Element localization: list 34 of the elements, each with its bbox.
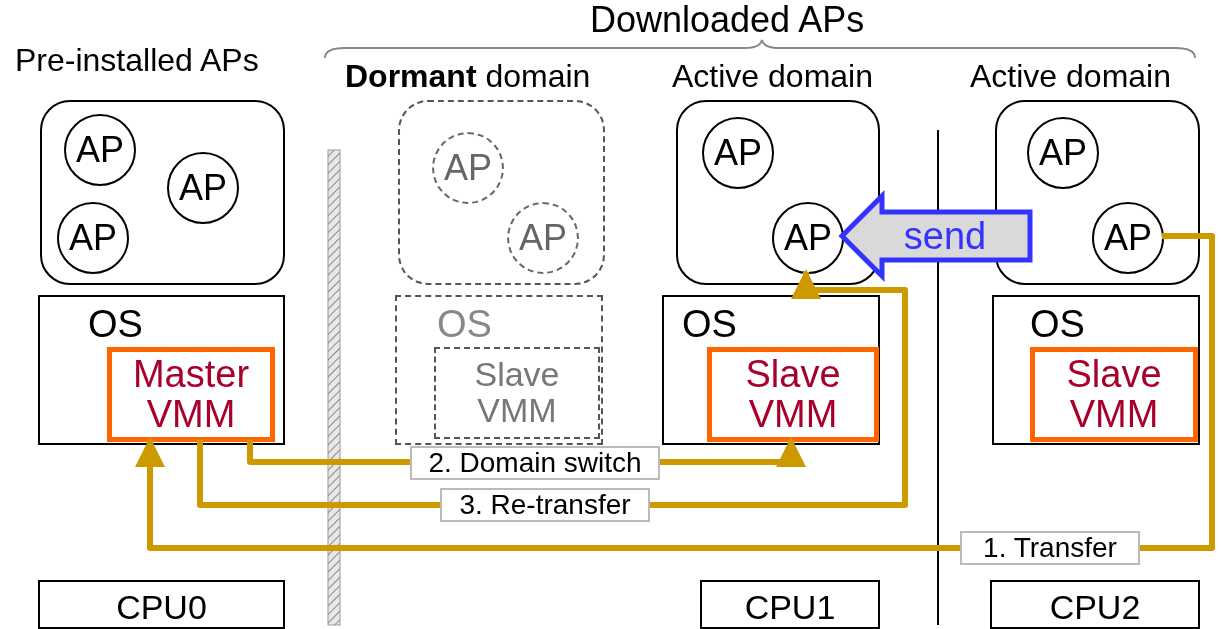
ap-circle: AP	[57, 202, 129, 274]
os-box	[992, 295, 1200, 445]
edge-label: 3. Re-transfer	[440, 488, 650, 522]
domain-heading: Dormant domain	[345, 60, 591, 92]
os-label: OS	[682, 305, 737, 343]
ap-circle: AP	[772, 202, 844, 274]
ap-circle: AP	[432, 132, 504, 204]
vmm-box: Slave VMM	[1030, 347, 1198, 442]
vmm-box: Slave VMM	[707, 347, 879, 442]
ap-circle: AP	[64, 114, 136, 186]
arrow	[135, 233, 1215, 551]
os-box	[662, 295, 880, 445]
cpu-box: CPU0	[38, 580, 285, 629]
vmm-box: Master VMM	[107, 347, 275, 442]
domain-heading: Pre-installed APs	[15, 44, 259, 76]
domain-heading: Active domain	[672, 60, 873, 92]
block-arrow	[838, 189, 1033, 283]
os-box	[38, 295, 285, 445]
os-label: OS	[437, 305, 492, 343]
vmm-box: Slave VMM	[434, 347, 600, 439]
group-heading: Downloaded APs	[590, 2, 865, 38]
domain-heading: Active domain	[970, 60, 1171, 92]
ap-circle: AP	[507, 202, 579, 274]
ap-circle: AP	[1027, 117, 1099, 189]
ap-circle: AP	[702, 117, 774, 189]
edge-label: 2. Domain switch	[410, 446, 660, 480]
ap-circle: AP	[1092, 202, 1164, 274]
os-label: OS	[1030, 305, 1085, 343]
edge-label: send	[902, 213, 988, 259]
cpu-box: CPU1	[700, 580, 880, 629]
cpu-box: CPU2	[990, 580, 1200, 629]
ap-circle: AP	[167, 152, 239, 224]
edge-label: 1. Transfer	[960, 531, 1140, 565]
os-label: OS	[88, 305, 143, 343]
